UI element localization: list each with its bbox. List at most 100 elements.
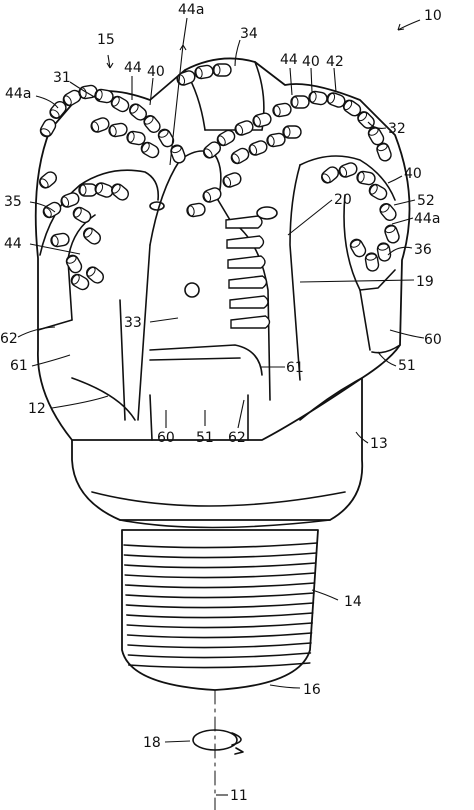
label-40-b: 40	[302, 54, 320, 70]
cutter-element	[86, 266, 104, 284]
cutter-element	[376, 142, 392, 162]
thread-line	[126, 622, 313, 629]
cutter-element	[379, 203, 397, 221]
label-60-mid: 60	[157, 430, 175, 446]
cutter-element	[342, 99, 362, 117]
label-40-a: 40	[147, 64, 165, 80]
thread-line	[125, 592, 315, 599]
cutter-element	[222, 172, 242, 188]
thread-line	[126, 612, 314, 619]
cutter-element	[248, 140, 268, 156]
cutter-element	[282, 125, 302, 139]
cutter-element	[157, 128, 175, 148]
gage-cutter	[230, 315, 271, 329]
label-14: 14	[344, 594, 362, 610]
cutter-element	[376, 242, 392, 262]
cutter-element	[50, 232, 70, 248]
cutter-element	[212, 63, 232, 77]
label-44-a: 44	[124, 60, 142, 76]
label-51-mid: 51	[196, 430, 214, 446]
thread-line	[127, 652, 312, 659]
label-12: 12	[28, 401, 46, 417]
thread-line	[125, 602, 315, 609]
cutter-element	[110, 95, 130, 113]
label-15: 15	[97, 32, 115, 48]
cutter-element	[368, 183, 388, 201]
gage-cutter	[226, 235, 265, 249]
cutter-element	[364, 252, 380, 272]
thread-line	[124, 582, 316, 589]
cutter-element	[290, 95, 310, 109]
label-61-mid: 61	[286, 360, 304, 376]
label-16: 16	[303, 682, 321, 698]
cutter-element	[78, 183, 98, 197]
label-62-left: 62	[0, 331, 18, 347]
thread-line	[123, 552, 318, 559]
cutter-element	[266, 132, 286, 148]
cutter-element	[143, 115, 161, 133]
cutter-element	[39, 118, 57, 138]
cutter-element	[234, 120, 254, 136]
cutter-element	[94, 182, 114, 198]
label-51-right: 51	[398, 358, 416, 374]
label-32: 32	[388, 121, 406, 137]
cutter-element	[356, 170, 376, 186]
cutter-element	[108, 122, 128, 138]
cutter-element	[216, 129, 236, 147]
threaded-pin	[121, 529, 319, 691]
gage-cutter	[229, 295, 269, 309]
cutter-element	[126, 130, 146, 146]
cutter-element	[384, 224, 400, 244]
label-31: 31	[53, 70, 71, 86]
thread-line	[123, 542, 318, 549]
label-18: 18	[143, 735, 161, 751]
label-60-right: 60	[424, 332, 442, 348]
leader-lines	[17, 17, 425, 796]
cutter-element	[252, 112, 272, 128]
cutter-element	[186, 202, 206, 218]
thread-line	[128, 662, 311, 669]
thread-line	[124, 572, 316, 579]
label-40-c: 40	[404, 166, 422, 182]
cutter-element	[90, 117, 110, 133]
cutter-element	[70, 273, 90, 291]
cutter-element	[202, 187, 222, 203]
label-36: 36	[414, 242, 432, 258]
cutter-element	[230, 147, 250, 165]
label-10: 10	[424, 8, 442, 24]
cutter-element	[321, 166, 339, 184]
cutter-element	[83, 227, 101, 245]
cutter-element	[140, 141, 160, 159]
gage-cutter	[228, 275, 268, 289]
label-44a-right: 44a	[414, 211, 440, 227]
label-44a-top: 44a	[178, 2, 204, 18]
label-33: 33	[124, 315, 142, 331]
thread-line	[126, 632, 313, 639]
cutter-element	[349, 238, 367, 258]
thread-line	[124, 562, 317, 569]
label-20: 20	[334, 192, 352, 208]
gage-cutter	[225, 215, 263, 229]
label-11: 11	[230, 788, 248, 804]
cutter-element	[176, 70, 196, 86]
label-35: 35	[4, 194, 22, 210]
label-62-mid: 62	[228, 430, 246, 446]
cutter-element	[338, 162, 358, 178]
label-42: 42	[326, 54, 344, 70]
label-19: 19	[416, 274, 434, 290]
rotation-arrow	[192, 729, 244, 755]
cutter-element	[65, 254, 83, 274]
label-44a-left: 44a	[5, 86, 31, 102]
gage-cutter	[227, 255, 266, 269]
label-52: 52	[417, 193, 435, 209]
reference-labels: 10 15 44a 34 31 44a 44 40 44 40 42 32 35…	[0, 2, 442, 804]
label-34: 34	[240, 26, 258, 42]
label-44-c: 44	[4, 236, 22, 252]
cutter-element	[111, 183, 129, 201]
cutter-element	[49, 101, 67, 119]
thread-line	[127, 642, 312, 649]
label-13: 13	[370, 436, 388, 452]
cutter-element	[60, 192, 80, 208]
cutter-element	[39, 171, 57, 189]
